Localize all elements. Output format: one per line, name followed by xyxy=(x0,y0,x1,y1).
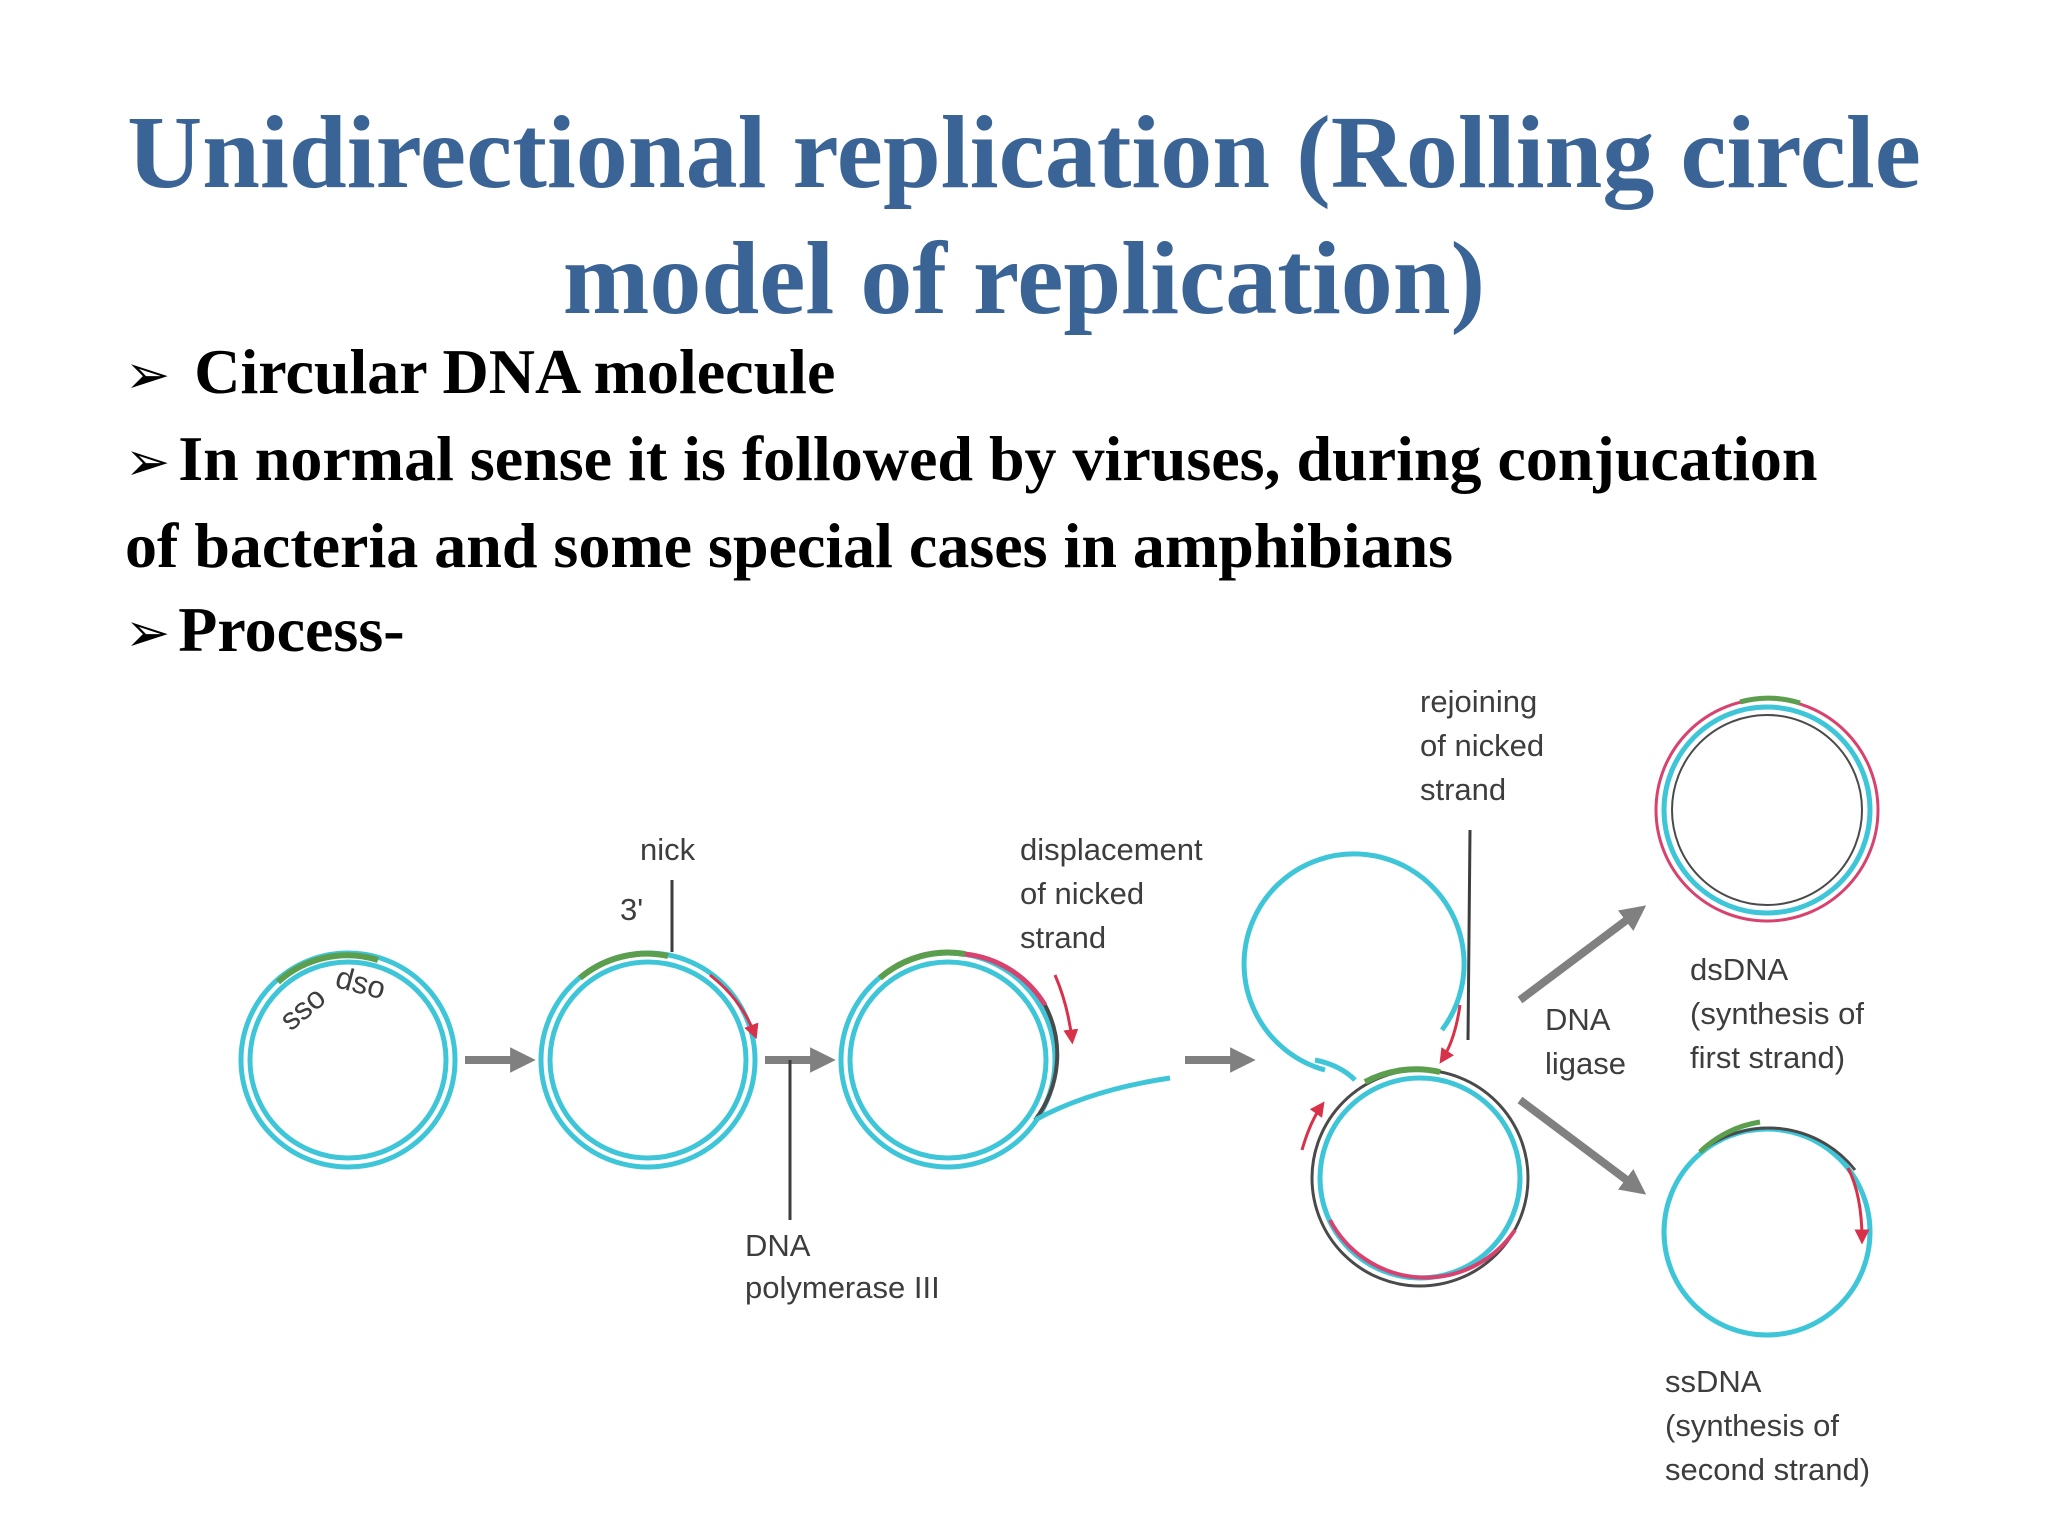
bullet-arrow-icon: ➢ xyxy=(125,430,171,493)
title-line-2: model of replication) xyxy=(562,221,1486,336)
label-nick: nick xyxy=(640,832,696,867)
bullet-arrow-icon: ➢ xyxy=(125,343,171,406)
rotation-arrow-icon xyxy=(1846,1167,1870,1245)
bullet-viruses: ➢In normal sense it is followed by virus… xyxy=(125,423,1818,494)
rotation-arrow-icon xyxy=(1053,974,1079,1045)
bullet-process: ➢Process- xyxy=(125,594,405,665)
rotation-arrow-icon xyxy=(1439,1004,1462,1064)
bullet-viruses-continued: of bacteria and some special cases in am… xyxy=(125,510,1454,581)
bullet-circular-dna: ➢ Circular DNA molecule xyxy=(125,336,836,407)
rotation-arrow-icon xyxy=(709,973,759,1040)
stage-1-plasmid: sso dso xyxy=(238,950,458,1170)
bullet-list: ➢ Circular DNA molecule ➢In normal sense… xyxy=(125,330,2005,675)
page-title: Unidirectional replication (Rolling circ… xyxy=(0,90,2048,342)
stage-2-nick: nick 3' xyxy=(538,832,759,1170)
title-line-1: Unidirectional replication (Rolling circ… xyxy=(127,95,1921,210)
rotation-arrow-icon xyxy=(1300,1101,1325,1151)
arrow-to-dsdna xyxy=(1517,905,1647,1004)
bullet-arrow-icon: ➢ xyxy=(125,601,171,664)
arrow-to-ssdna xyxy=(1517,1096,1647,1195)
label-3-prime: 3' xyxy=(620,892,643,927)
